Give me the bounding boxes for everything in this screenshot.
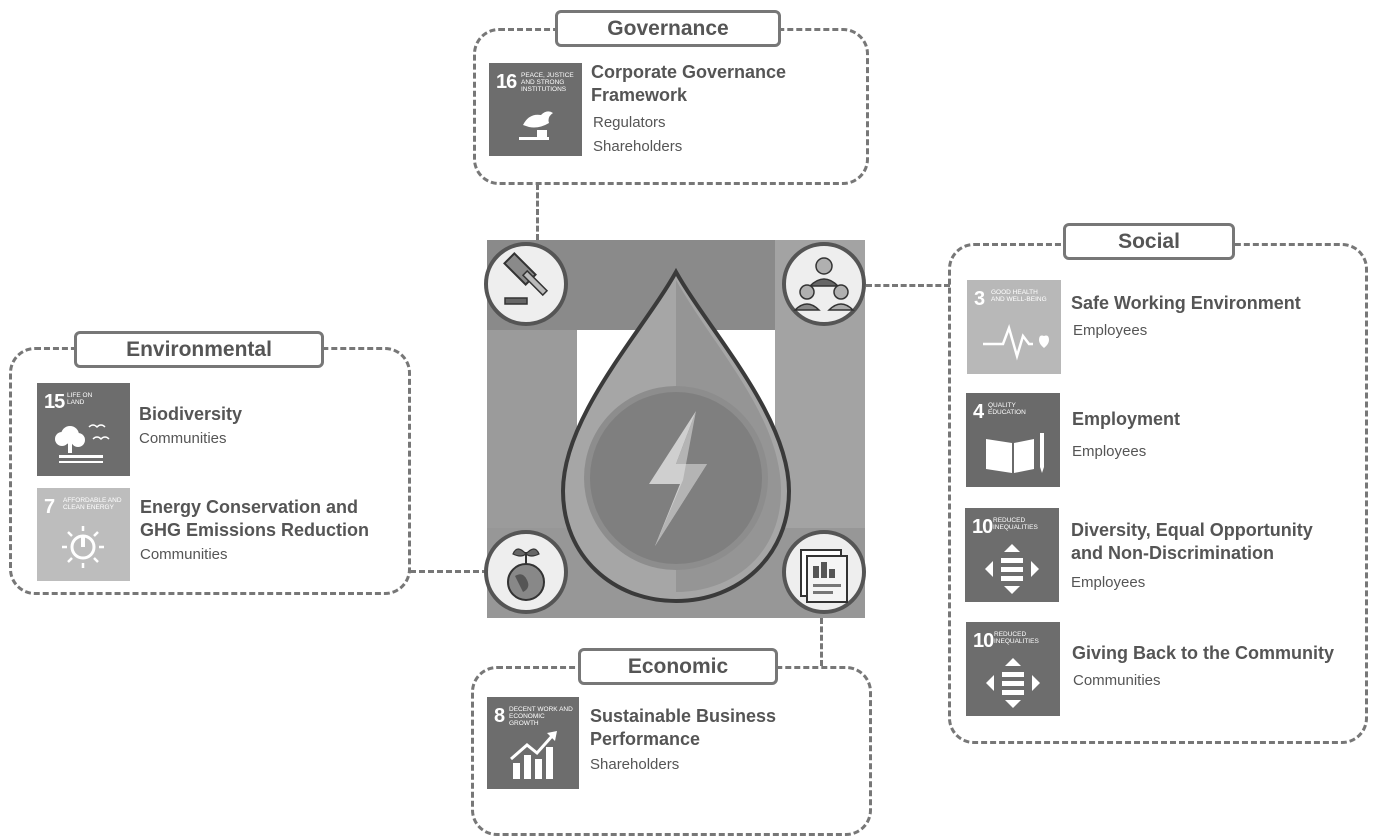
center-graphic — [484, 240, 866, 618]
social-item-2-stakeholder: Employees — [1072, 443, 1147, 460]
social-item-4-stakeholder: Communities — [1073, 672, 1161, 689]
environmental-item-1-title: Biodiversity — [139, 404, 243, 424]
social-item-3-stakeholder: Employees — [1071, 574, 1146, 591]
sdg-15-badge: 15 LIFE ON LAND — [37, 383, 130, 476]
social-title: Social — [1063, 223, 1235, 260]
lightning-drop-icon — [560, 267, 792, 604]
economic-title: Economic — [578, 648, 778, 685]
social-item-4-title: Giving Back to the Community — [1072, 643, 1335, 663]
social-item-1-title: Safe Working Environment — [1071, 293, 1301, 313]
sdg-10-badge: 10 REDUCED INEQUALITIES — [965, 508, 1059, 602]
economic-item-title: Sustainable Business Performance — [590, 706, 777, 749]
environmental-title: Environmental — [74, 331, 324, 368]
growth-chart-icon — [510, 731, 557, 779]
governance-item-title: Corporate Governance Framework — [591, 62, 787, 105]
connector-economic — [820, 618, 823, 666]
economic-stakeholders: Shareholders — [590, 756, 680, 773]
heartbeat-icon — [983, 324, 1049, 361]
connector-governance — [536, 184, 539, 240]
dove-gavel-icon — [519, 111, 553, 140]
report-icon — [782, 530, 866, 614]
environmental-item-1-stakeholder: Communities — [139, 430, 227, 447]
sdg-4-badge: 4 QUALITY EDUCATION — [966, 393, 1060, 487]
sdg-3-badge: 3 GOOD HEALTH AND WELL-BEING — [967, 280, 1061, 374]
sdg-7-badge: 7 AFFORDABLE AND CLEAN ENERGY — [37, 488, 130, 581]
book-pencil-icon — [986, 433, 1044, 473]
equality-arrows-icon — [985, 544, 1039, 594]
tree-birds-icon — [55, 424, 110, 463]
social-item-2-title: Employment — [1072, 409, 1181, 429]
globe-sprout-icon — [484, 530, 568, 614]
social-item-1-stakeholder: Employees — [1073, 322, 1148, 339]
environmental-item-2-stakeholder: Communities — [140, 546, 228, 563]
environmental-item-2-title: Energy Conservation and GHG Emissions Re… — [140, 497, 370, 540]
people-icon — [782, 242, 866, 326]
sdg-10-badge-2: 10 REDUCED INEQUALITIES — [966, 622, 1060, 716]
gavel-icon — [484, 242, 568, 326]
connector-social — [866, 284, 950, 287]
governance-stakeholders: Regulators Shareholders — [593, 114, 683, 155]
equality-arrows-icon — [986, 658, 1040, 708]
social-item-3-title: Diversity, Equal Opportunity and Non-Dis… — [1071, 520, 1313, 563]
connector-environmental — [410, 570, 488, 573]
sun-power-icon — [62, 526, 104, 568]
sdg-8-badge: 8 DECENT WORK AND ECONOMIC GROWTH — [487, 697, 579, 789]
governance-title: Governance — [555, 10, 781, 47]
sdg-16-badge: 16 PEACE, JUSTICE AND STRONG INSTITUTION… — [489, 63, 582, 156]
